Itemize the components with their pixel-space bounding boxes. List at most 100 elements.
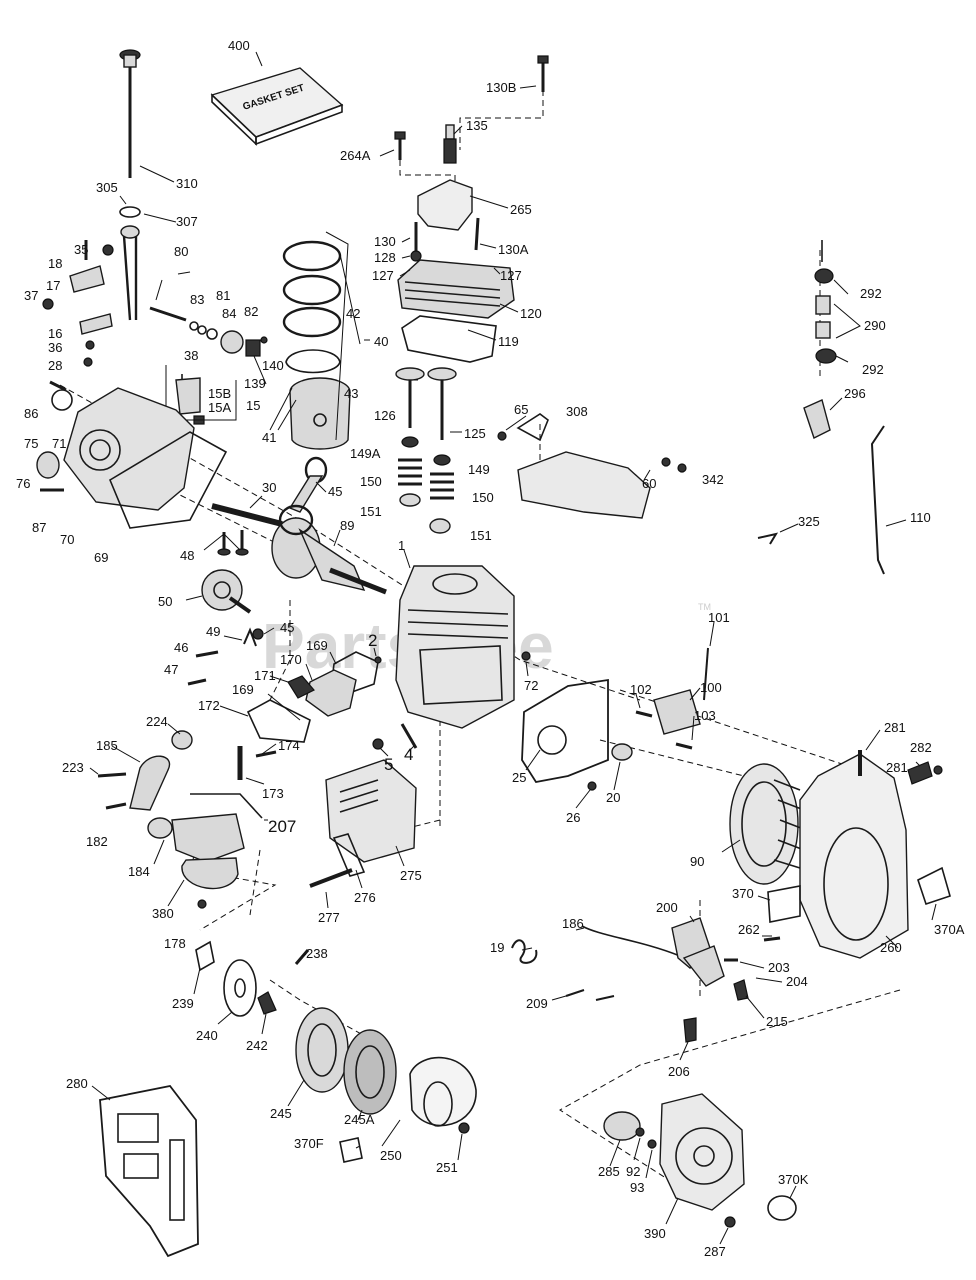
dipstick-tube <box>119 206 141 321</box>
label-370k: 370K <box>778 1172 809 1187</box>
label-45-bottom: 45 <box>280 620 294 635</box>
bolt-130a <box>474 217 480 251</box>
label-342: 342 <box>702 472 724 487</box>
label-71: 71 <box>52 436 66 451</box>
label-238: 238 <box>306 946 328 961</box>
label-174: 174 <box>278 738 300 753</box>
label-262: 262 <box>738 922 760 937</box>
label-149: 149 <box>468 462 490 477</box>
label-65: 65 <box>514 402 528 417</box>
label-207: 207 <box>268 817 296 836</box>
engine-bracket-280 <box>99 1085 199 1258</box>
control-rod <box>870 425 885 575</box>
clip-325 <box>757 532 779 545</box>
label-169-top: 169 <box>306 638 328 653</box>
label-89: 89 <box>340 518 354 533</box>
label-151-right: 151 <box>470 528 492 543</box>
label-19: 19 <box>490 940 504 955</box>
label-45-top: 45 <box>328 484 342 499</box>
valve-springs <box>398 436 454 534</box>
label-119: 119 <box>498 334 519 349</box>
label-69: 69 <box>94 550 108 565</box>
valves <box>395 367 457 440</box>
label-130: 130 <box>374 234 396 249</box>
label-93: 93 <box>630 1180 644 1195</box>
label-260: 260 <box>880 940 902 955</box>
label-47: 47 <box>164 662 178 677</box>
label-60: 60 <box>642 476 656 491</box>
ignition-module <box>521 647 709 750</box>
label-126: 126 <box>374 408 396 423</box>
governor-linkage <box>42 240 114 367</box>
label-185: 185 <box>96 738 118 753</box>
label-209: 209 <box>526 996 548 1011</box>
label-1: 1 <box>398 538 405 553</box>
label-15: 15 <box>246 398 260 413</box>
bracket-265 <box>417 179 473 231</box>
label-178: 178 <box>164 936 186 951</box>
label-18: 18 <box>48 256 62 271</box>
label-149a: 149A <box>350 446 381 461</box>
label-80: 80 <box>174 244 188 259</box>
label-30: 30 <box>262 480 276 495</box>
label-370a: 370A <box>934 922 965 937</box>
intake-elbow <box>97 730 193 811</box>
label-276: 276 <box>354 890 376 905</box>
label-285: 285 <box>598 1164 620 1179</box>
label-101: 101 <box>708 610 730 625</box>
label-251: 251 <box>436 1160 458 1175</box>
label-242: 242 <box>246 1038 268 1053</box>
label-15a: 15A <box>208 400 231 415</box>
intake-gaskets <box>237 651 418 780</box>
label-43: 43 <box>344 386 358 401</box>
cylinder-block <box>395 565 515 729</box>
label-200: 200 <box>656 900 678 915</box>
label-49: 49 <box>206 624 220 639</box>
label-26: 26 <box>566 810 580 825</box>
tappets <box>217 530 249 556</box>
label-245: 245 <box>270 1106 292 1121</box>
leader-lines <box>89 51 937 1245</box>
dipstick <box>119 49 141 178</box>
camshaft <box>201 569 252 614</box>
flywheel <box>729 763 807 885</box>
label-25: 25 <box>512 770 526 785</box>
label-28: 28 <box>48 358 62 373</box>
muffler <box>309 759 417 888</box>
label-170: 170 <box>280 652 302 667</box>
label-36: 36 <box>48 340 62 355</box>
label-4: 4 <box>404 745 413 764</box>
label-172: 172 <box>198 698 220 713</box>
label-203: 203 <box>768 960 790 975</box>
label-280: 280 <box>66 1076 88 1091</box>
watermark-tm: TM <box>698 602 711 612</box>
label-82: 82 <box>244 304 258 319</box>
label-370: 370 <box>732 886 754 901</box>
rod-cap-parts <box>187 627 264 686</box>
cylinder-head <box>397 259 515 319</box>
label-16: 16 <box>48 326 62 341</box>
recoil-starter <box>603 1093 797 1228</box>
label-282: 282 <box>910 740 932 755</box>
label-83: 83 <box>190 292 204 307</box>
label-239: 239 <box>172 996 194 1011</box>
bolt-130b <box>537 55 549 92</box>
choke-link <box>190 793 263 819</box>
label-215: 215 <box>766 1014 788 1029</box>
label-38: 38 <box>184 348 198 363</box>
bracket-15 <box>165 365 237 425</box>
label-81: 81 <box>216 288 230 303</box>
label-90: 90 <box>690 854 704 869</box>
label-127-right: 127 <box>500 268 522 283</box>
label-139: 139 <box>244 376 266 391</box>
spark-plug <box>443 124 457 164</box>
label-125: 125 <box>464 426 486 441</box>
label-76: 76 <box>16 476 30 491</box>
label-265: 265 <box>510 202 532 217</box>
air-baffle <box>521 678 633 791</box>
label-287: 287 <box>704 1244 726 1259</box>
label-310: 310 <box>176 176 198 191</box>
label-37: 37 <box>24 288 38 303</box>
label-223: 223 <box>62 760 84 775</box>
label-186: 186 <box>562 916 584 931</box>
